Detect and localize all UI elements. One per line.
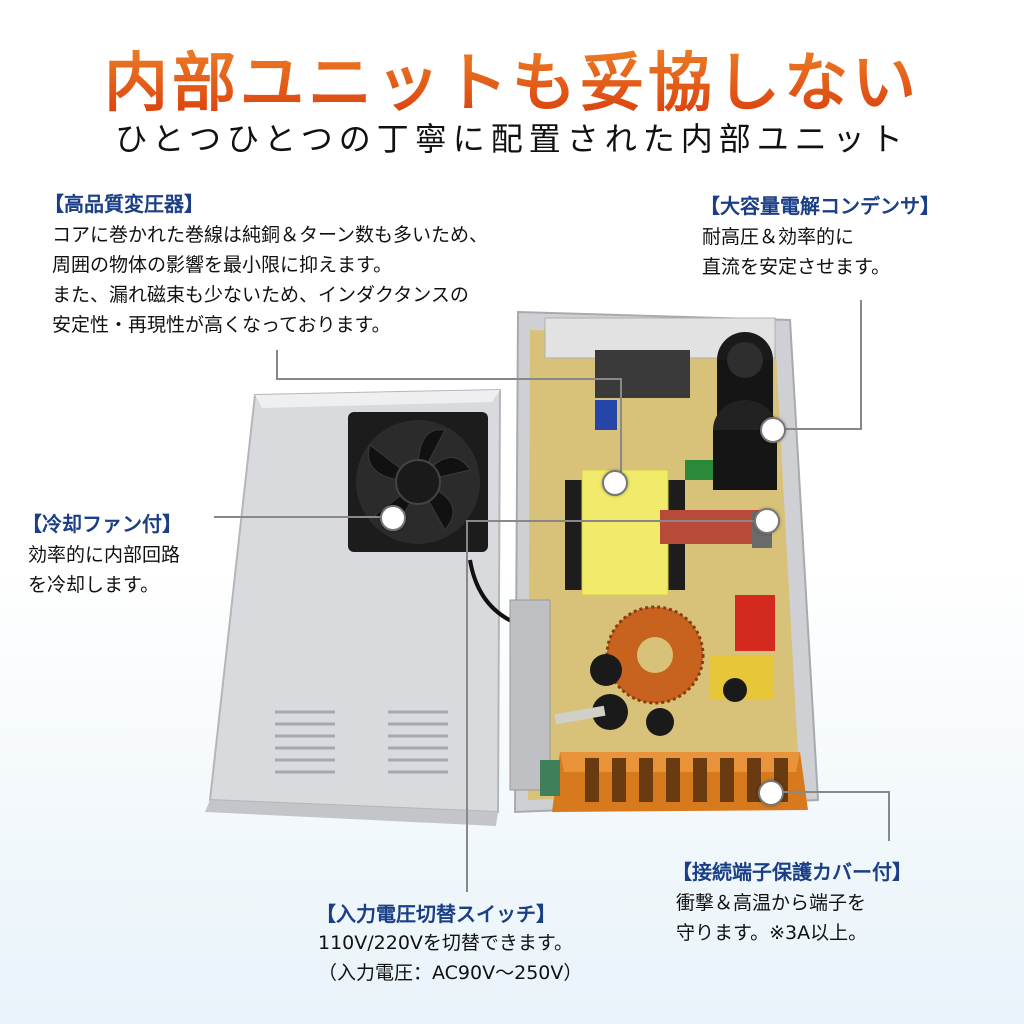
callout-line: 周囲の物体の影響を最小限に抑えます。 [52,254,393,276]
callout-text: 効率的に内部回路 を冷却します。 [28,540,180,600]
leader-line [466,520,468,892]
callout-line: 耐高圧＆効率的に [702,226,855,248]
leader-line [276,350,278,380]
terminal-block [540,752,808,812]
callout-line: （入力電圧：AC90V～250V） [318,962,583,984]
callout-line: を冷却します。 [28,574,160,596]
page-title: 内部ユニットも妥協しない [0,32,1024,124]
leader-line [782,791,890,793]
leader-line [620,378,622,478]
callout-line: コアに巻かれた巻線は純銅＆ターン数も多いため、 [52,224,489,246]
leader-line [860,300,862,430]
leader-line [776,428,862,430]
callout-text: コアに巻かれた巻線は純銅＆ターン数も多いため、 周囲の物体の影響を最小限に抑えま… [52,220,488,340]
marker-dot [602,470,628,496]
callout-line: また、漏れ磁束も少ないため、インダクタンスの [52,284,469,306]
callout-text: 耐高圧＆効率的に 直流を安定させます。 [702,222,890,282]
marker-dot [760,417,786,443]
marker-dot [754,508,780,534]
callout-heading: 【接続端子保護カバー付】 [672,860,912,884]
callout-line: 守ります。※3A以上。 [676,922,868,944]
leader-line [888,791,890,841]
callout-line: 効率的に内部回路 [28,544,181,566]
callout-heading: 【入力電圧切替スイッチ】 [316,902,556,926]
leader-line [276,378,622,380]
marker-dot [380,505,406,531]
page-subtitle: ひとつひとつの丁寧に配置された内部ユニット [115,120,909,158]
callout-heading: 【高品質変圧器】 [44,192,204,216]
callout-text: 110V/220Vを切替できます。 （入力電圧：AC90V～250V） [318,928,582,988]
callout-line: 安定性・再現性が高くなっております。 [52,314,391,336]
leader-line [466,520,766,522]
leader-line [214,516,384,518]
callout-line: 110V/220Vを切替できます。 [318,932,574,954]
callout-line: 衝撃＆高温から端子を [676,892,867,914]
callout-text: 衝撃＆高温から端子を 守ります。※3A以上。 [676,888,867,948]
callout-heading: 【大容量電解コンデンサ】 [700,194,940,218]
toroid-inductor [605,605,705,705]
callout-line: 直流を安定させます。 [702,256,891,278]
electrolytic-capacitors [713,332,777,490]
marker-dot [758,780,784,806]
callout-heading: 【冷却ファン付】 [22,512,182,536]
